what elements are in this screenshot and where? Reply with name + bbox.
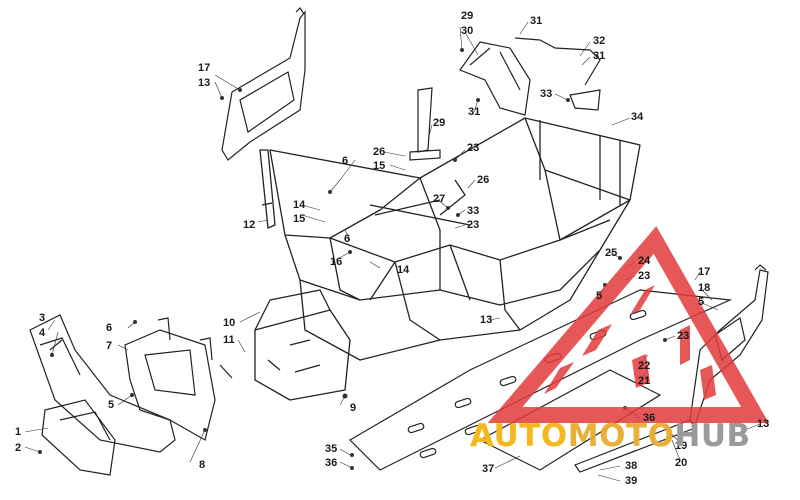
callout-label: 2 [15, 442, 22, 454]
watermark-triangle [487, 226, 769, 423]
callout-label: 26 [373, 146, 386, 158]
callout-label: 5 [108, 399, 115, 411]
callout-label: 13 [198, 77, 211, 89]
callout-label: 38 [625, 460, 638, 472]
callout-label: 31 [468, 106, 481, 118]
callout-label: 8 [199, 459, 206, 471]
callout-label: 19 [675, 440, 688, 452]
callout-label: 6 [342, 155, 349, 167]
callout-label: 13 [757, 418, 770, 430]
callout-label: 16 [330, 256, 343, 268]
callout-label: 33 [467, 205, 480, 217]
callout-label: 36 [325, 457, 338, 469]
front-guard [124, 317, 233, 441]
callout-label: 4 [39, 327, 46, 339]
callout-label: 9 [350, 402, 357, 414]
callout-label: 34 [631, 111, 644, 123]
callout-label: 11 [223, 334, 235, 346]
callout-label: 24 [638, 255, 651, 267]
callout-label: 29 [461, 10, 474, 22]
callout-label: 33 [540, 88, 553, 100]
callout-label: 14 [293, 199, 306, 211]
callout-label: 23 [467, 142, 480, 154]
callout-label: 14 [397, 264, 410, 276]
callout-label: 31 [530, 15, 543, 27]
watermark-part-1: AUTO [470, 418, 568, 454]
callout-label: 21 [638, 375, 651, 387]
callout-label: 3 [39, 312, 46, 324]
watermark-part-3: HUB [674, 418, 751, 454]
callout-label: 30 [461, 25, 474, 37]
main-frame [254, 117, 641, 401]
watermark-part-2: MOTO [567, 418, 675, 454]
callout-label: 25 [605, 247, 618, 259]
callout-label: 39 [625, 475, 638, 487]
callout-label: 6 [344, 233, 351, 245]
callout-label: 36 [643, 412, 656, 424]
skid-plates [349, 289, 733, 473]
watermark-logo: AUTOMOTOHUB [470, 418, 751, 454]
callout-label: 35 [325, 443, 338, 455]
callout-label: 17 [698, 266, 711, 278]
callout-label: 13 [480, 314, 493, 326]
upper-bracket-assembly [459, 37, 601, 116]
callout-label: 1 [15, 426, 22, 438]
callout-label: 23 [467, 219, 480, 231]
callout-label: 22 [638, 360, 651, 372]
callout-label: 12 [243, 219, 256, 231]
callout-label: 29 [433, 117, 446, 129]
callout-label: 23 [638, 270, 651, 282]
callout-label: 15 [373, 160, 386, 172]
vertical-brace [409, 87, 441, 161]
fasteners [38, 48, 667, 470]
callout-label: 7 [106, 340, 113, 352]
front-bumper [29, 314, 176, 476]
callout-label: 26 [477, 174, 490, 186]
callout-label: 27 [433, 193, 446, 205]
callout-label: 31 [593, 50, 606, 62]
callout-label: 5 [698, 296, 705, 308]
cage-panel-left [221, 7, 306, 161]
callout-label: 20 [675, 457, 688, 469]
callout-label: 10 [223, 317, 236, 329]
callout-label: 23 [677, 330, 690, 342]
callout-label: 5 [596, 290, 603, 302]
callout-label: 15 [293, 213, 306, 225]
callout-label: 6 [106, 322, 113, 334]
callout-label: 37 [482, 463, 495, 475]
callout-label: 17 [198, 62, 211, 74]
callout-label: 18 [698, 282, 711, 294]
callout-label: 32 [593, 35, 606, 47]
